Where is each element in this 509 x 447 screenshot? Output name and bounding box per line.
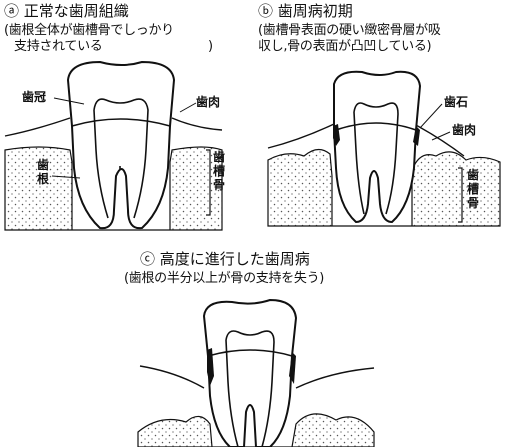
- panel-a-gum-leader: [180, 103, 196, 112]
- panel-c-subtitle: (歯根の半分以上が骨の支持を失う): [124, 272, 324, 285]
- panel-b-gum-label: 歯肉: [452, 124, 476, 136]
- panel-a-title: ⓐ 正常な歯周組織: [4, 4, 129, 19]
- panel-b-subtitle-line2: 収し,骨の表面が凸凹している): [258, 40, 431, 53]
- panel-c-illustration: [138, 300, 374, 447]
- panel-b-subtitle-line1: (歯槽骨表面の硬い緻密骨層が吸: [258, 24, 441, 37]
- panel-a-subtitle-line1: (歯根全体が歯槽骨でしっかり: [4, 24, 174, 37]
- panel-b-calculus-label: 歯石: [444, 96, 468, 108]
- panel-c-gum-right: [296, 368, 374, 388]
- panel-c-title: ⓒ 高度に進行した歯周病: [140, 252, 310, 267]
- panel-b-tooth-outline: [334, 72, 420, 222]
- panel-b-calculus-leader: [420, 104, 442, 128]
- panel-b-gum-left: [268, 124, 334, 148]
- panel-a-tooth-outline: [68, 62, 174, 228]
- panel-a-subtitle-close-paren: ): [208, 40, 213, 53]
- panel-a-subtitle-line2: 支持されている: [14, 40, 103, 53]
- panel-a-gum-line: [5, 118, 70, 136]
- panel-a-gum-label: 歯肉: [196, 96, 220, 108]
- panel-b-title: ⓑ 歯周病初期: [258, 4, 353, 19]
- panel-a-gum-line-right: [172, 118, 222, 130]
- panel-a-illustration: [5, 62, 222, 230]
- panel-a-bone-label: 歯槽骨: [212, 150, 226, 192]
- panel-c-tooth-outline: [204, 300, 296, 447]
- panel-a-root-label: 歯根: [36, 158, 50, 186]
- panel-b-bone-label: 歯槽骨: [466, 168, 480, 210]
- panel-a-crown-label: 歯冠: [22, 91, 46, 103]
- panel-c-gum-left: [140, 366, 204, 388]
